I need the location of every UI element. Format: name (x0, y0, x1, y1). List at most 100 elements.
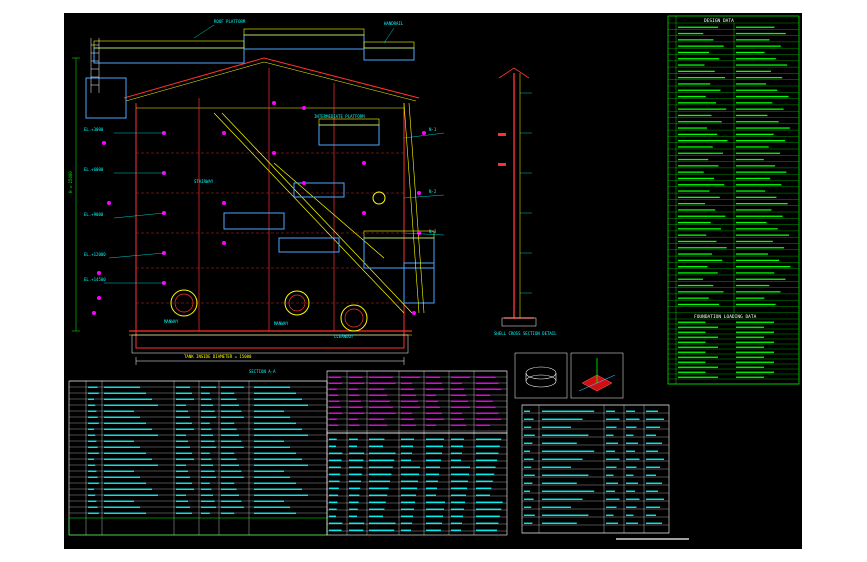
table-text-mark (606, 474, 614, 476)
table-text-mark (349, 424, 360, 426)
table-text-mark (401, 508, 414, 510)
table-text-mark (678, 278, 703, 280)
table-text-mark (201, 458, 212, 460)
table-text-mark (542, 506, 571, 508)
table-text-mark (678, 190, 710, 192)
table-text-mark (329, 459, 342, 461)
table-text-mark (451, 459, 461, 461)
table-text-mark (542, 514, 589, 516)
table-text-mark (369, 382, 396, 384)
table-text-mark (626, 514, 634, 516)
table-text-mark (401, 394, 416, 396)
table-text-mark (524, 442, 533, 444)
table-text-mark (369, 406, 393, 408)
table-text-mark (176, 392, 192, 394)
table-text-mark (369, 522, 396, 524)
table-text-mark (451, 473, 469, 475)
table-text-mark (401, 438, 414, 440)
table-text-mark (678, 366, 718, 368)
table-text-mark (401, 466, 420, 468)
table-text-mark (349, 515, 357, 517)
table-text-mark (736, 196, 777, 198)
table-text-mark (369, 376, 393, 378)
table-text-mark (736, 140, 785, 142)
table-text-mark (736, 39, 770, 41)
table-text-mark (542, 498, 583, 500)
table-text-mark (646, 410, 658, 412)
table-text-mark (542, 474, 589, 476)
table-text-mark (254, 428, 302, 430)
table-text-mark (736, 253, 768, 255)
table-text-mark (451, 382, 462, 384)
table-text-mark (626, 466, 637, 468)
table-text-mark (736, 203, 788, 205)
svg-text:N-1: N-1 (429, 127, 437, 132)
table-text-mark (736, 127, 790, 129)
table-text-mark (426, 412, 442, 414)
table-text-mark (476, 508, 502, 510)
table-text-mark (401, 388, 414, 390)
table-text-mark (476, 418, 502, 420)
table-text-mark (451, 466, 470, 468)
table-text-mark (626, 482, 638, 484)
table-text-mark (542, 410, 595, 412)
table-text-mark (476, 473, 495, 475)
table-text-mark (176, 434, 186, 436)
table-text-mark (369, 388, 385, 390)
table-text-mark (678, 331, 706, 333)
table-text-mark (221, 470, 242, 472)
orientation-views (514, 352, 624, 399)
table-text-mark (104, 434, 158, 436)
table-text-mark (678, 371, 706, 373)
table-text-mark (736, 303, 776, 306)
table-text-mark (606, 410, 615, 412)
table-text-mark (349, 376, 363, 378)
table-text-mark (542, 426, 571, 428)
table-text-mark (524, 490, 530, 492)
svg-text:MANWAY: MANWAY (164, 319, 179, 324)
table-text-mark (678, 158, 709, 161)
table-text-mark (401, 400, 418, 402)
table-text-mark (426, 494, 436, 496)
table-text-mark (369, 424, 388, 426)
table-text-mark (88, 476, 98, 478)
table-text-mark (88, 506, 98, 508)
table-text-mark (329, 438, 337, 440)
svg-text:HANDRAIL: HANDRAIL (384, 21, 404, 26)
svg-text:EL.+3000: EL.+3000 (84, 127, 104, 132)
table-text-mark (736, 58, 776, 60)
table-text-mark (176, 476, 190, 478)
table-text-mark (221, 464, 239, 466)
table-text-mark (401, 522, 412, 524)
table-text-mark (88, 386, 98, 388)
table-text-mark (736, 32, 786, 35)
table-text-mark (476, 412, 499, 414)
table-text-mark (349, 412, 365, 414)
table-text-mark (646, 514, 656, 516)
table-text-mark (426, 406, 440, 408)
table-text-mark (736, 146, 769, 148)
table-text-mark (736, 190, 766, 192)
table-text-mark (329, 508, 337, 510)
table-text-mark (104, 392, 146, 394)
table-text-mark (201, 434, 213, 436)
section-title: SECTION A-A (249, 369, 276, 374)
table-text-mark (426, 388, 444, 390)
table-text-mark (678, 321, 706, 323)
table-text-mark (349, 501, 359, 503)
table-text-mark (524, 514, 535, 516)
table-text-mark (221, 416, 244, 418)
table-text-mark (201, 398, 212, 400)
table-text-mark (88, 470, 97, 472)
table-text-mark (678, 64, 705, 66)
table-text-mark (678, 228, 721, 230)
table-text-mark (542, 522, 577, 524)
table-text-mark (476, 515, 500, 517)
table-text-mark (736, 361, 774, 363)
table-text-mark (678, 165, 719, 167)
table-text-mark (736, 95, 789, 98)
table-text-mark (201, 440, 215, 442)
table-text-mark (88, 398, 94, 400)
table-text-mark (736, 77, 783, 79)
table-text-mark (401, 529, 411, 531)
